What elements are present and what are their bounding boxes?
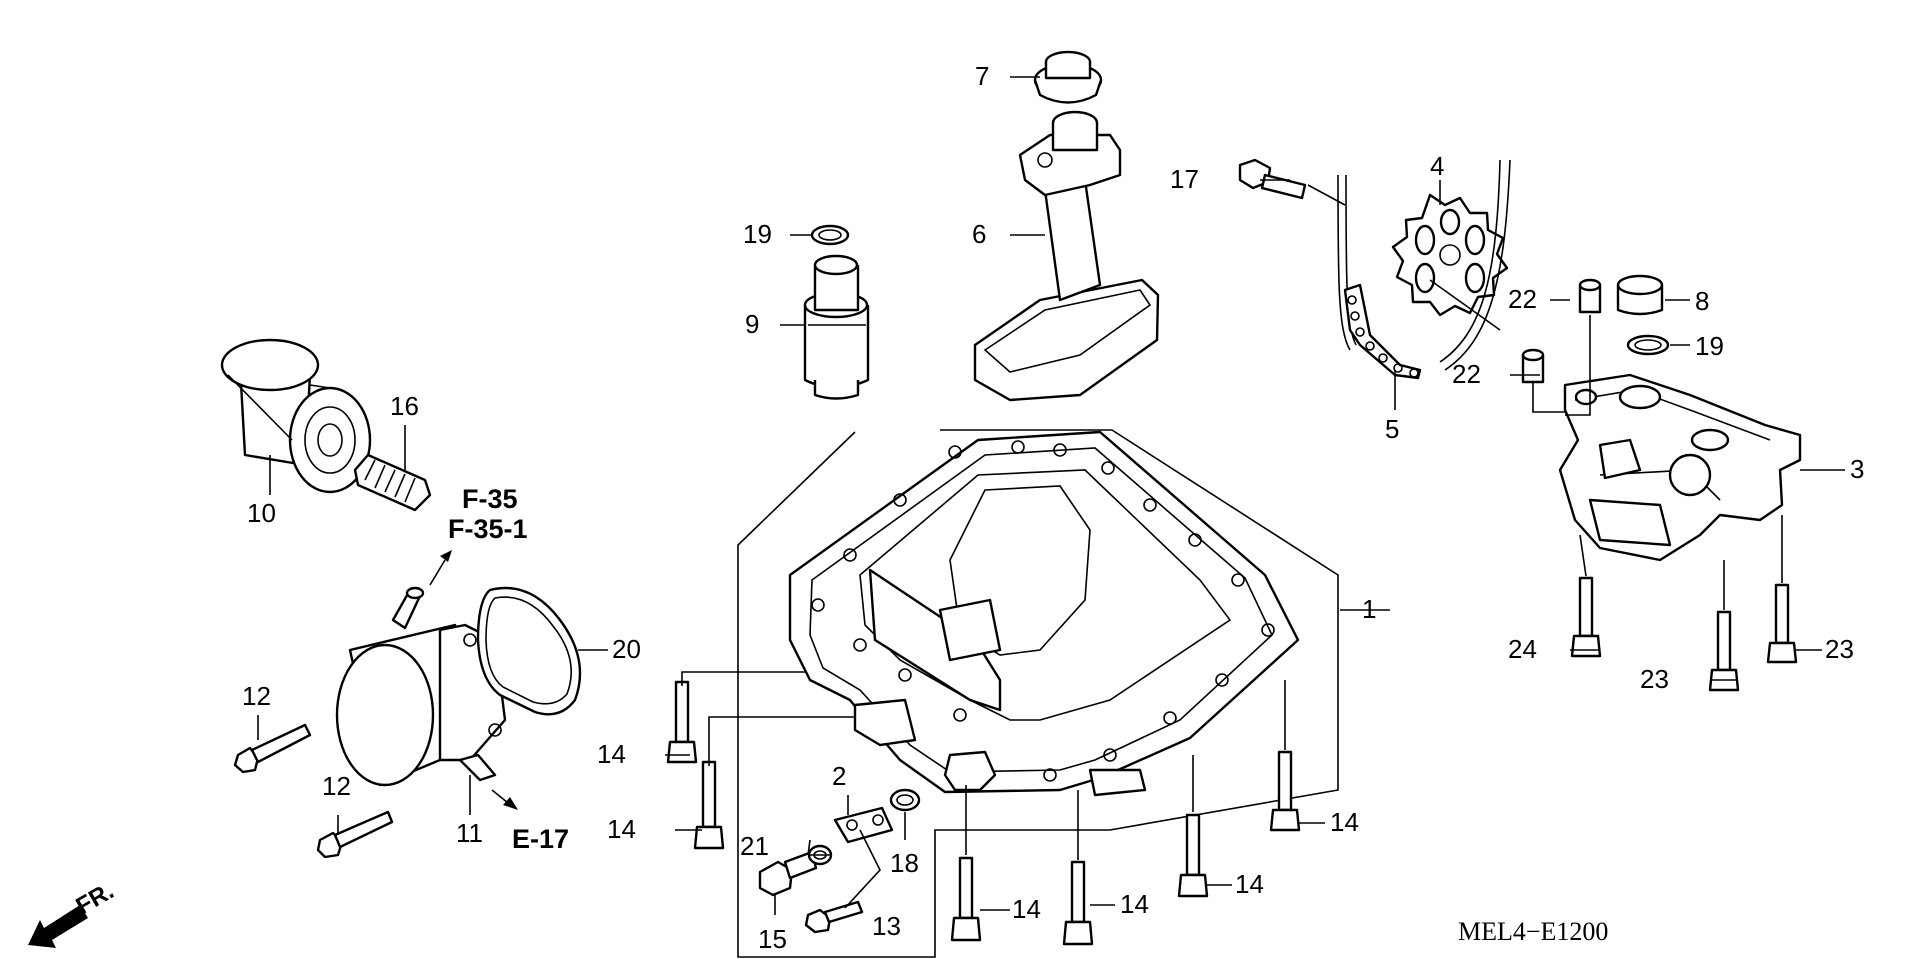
- callout-11: 11: [456, 818, 483, 848]
- oil-pan: [737, 429, 1339, 958]
- callout-24: 24: [1508, 634, 1537, 664]
- o-ring-19-pump: [1626, 334, 1670, 356]
- collar: [1616, 274, 1664, 316]
- pan-bolt-d: [1062, 860, 1094, 946]
- oil-filter: [220, 338, 372, 494]
- pump-bolt-24: [1570, 576, 1602, 658]
- callout-23-right: 23: [1825, 634, 1854, 664]
- callout-9: 9: [745, 309, 759, 339]
- drive-chain: [1337, 159, 1511, 380]
- callout-13: 13: [872, 911, 901, 941]
- callout-19-pump: 19: [1695, 331, 1724, 361]
- callout-16: 16: [390, 391, 419, 421]
- ref-label-e17[interactable]: E-17: [512, 824, 569, 854]
- callout-18: 18: [890, 848, 919, 878]
- pan-bolt-e: [1177, 813, 1209, 898]
- callout-21: 21: [740, 831, 769, 861]
- pan-bolt-f: [1269, 750, 1301, 832]
- filter-fitting: [353, 453, 432, 512]
- callout-7: 7: [975, 61, 989, 91]
- dowel-pin-lower: [1521, 348, 1545, 384]
- plate-bolt: [804, 900, 864, 934]
- callout-17: 17: [1170, 164, 1199, 194]
- callout-8: 8: [1695, 286, 1709, 316]
- drain-plate: [833, 806, 894, 844]
- oil-pump: [1558, 373, 1802, 562]
- callout-14-e: 14: [1235, 869, 1264, 899]
- pan-bolt-b: [693, 760, 725, 850]
- ref-label-f35[interactable]: F-35: [462, 484, 518, 514]
- callout-14-d: 14: [1120, 889, 1149, 919]
- cooler-bolt-upper: [233, 723, 312, 774]
- front-direction-arrow: [28, 905, 88, 948]
- o-ring-19-valve: [810, 224, 850, 246]
- oil-cooler: [335, 586, 507, 787]
- pump-sprocket: [1391, 193, 1509, 317]
- pan-bolt-c: [950, 856, 982, 942]
- callout-4: 4: [1430, 151, 1444, 181]
- cooler-bolt-lower: [316, 810, 394, 859]
- callout-15: 15: [758, 924, 787, 954]
- dowel-pin-upper: [1578, 278, 1602, 314]
- callout-23-mid: 23: [1640, 664, 1669, 694]
- ref-arrow-e17: [491, 789, 518, 810]
- pump-bolt-23-right: [1766, 583, 1798, 664]
- callout-14-f: 14: [1330, 807, 1359, 837]
- callout-20: 20: [612, 634, 641, 664]
- strainer-seal: [1033, 50, 1103, 104]
- leader-lines: [257, 76, 1845, 915]
- oil-strainer: [973, 110, 1160, 402]
- callout-14-a: 14: [597, 739, 626, 769]
- callout-19-valve: 19: [743, 219, 772, 249]
- diagram-code: MEL4−E1200: [1458, 917, 1608, 946]
- relief-valve: [803, 254, 870, 400]
- callout-14-b: 14: [607, 814, 636, 844]
- callout-22-upper: 22: [1508, 284, 1537, 314]
- callout-12-upper: 12: [242, 681, 271, 711]
- callout-10: 10: [247, 498, 276, 528]
- callout-labels: 1 2 3 4 5 6 7 8 9 10 11 12 12 13 14 14 1…: [242, 61, 1864, 954]
- callout-12-lower: 12: [322, 771, 351, 801]
- callout-14-c: 14: [1012, 894, 1041, 924]
- callout-5: 5: [1385, 414, 1399, 444]
- pump-bolt-23-mid: [1708, 610, 1740, 692]
- pan-bolt-a: [666, 680, 698, 764]
- callout-2: 2: [832, 761, 846, 791]
- callout-3: 3: [1850, 454, 1864, 484]
- o-ring-18: [889, 788, 921, 812]
- callout-22-lower: 22: [1452, 359, 1481, 389]
- cooler-gasket: [476, 586, 582, 716]
- sprocket-bolt: [1238, 158, 1307, 200]
- ref-label-f35-1[interactable]: F-35-1: [448, 514, 528, 544]
- callout-1: 1: [1362, 594, 1376, 624]
- drain-bolt: [758, 850, 818, 897]
- callout-6: 6: [972, 219, 986, 249]
- ref-arrow-f35: [429, 550, 452, 586]
